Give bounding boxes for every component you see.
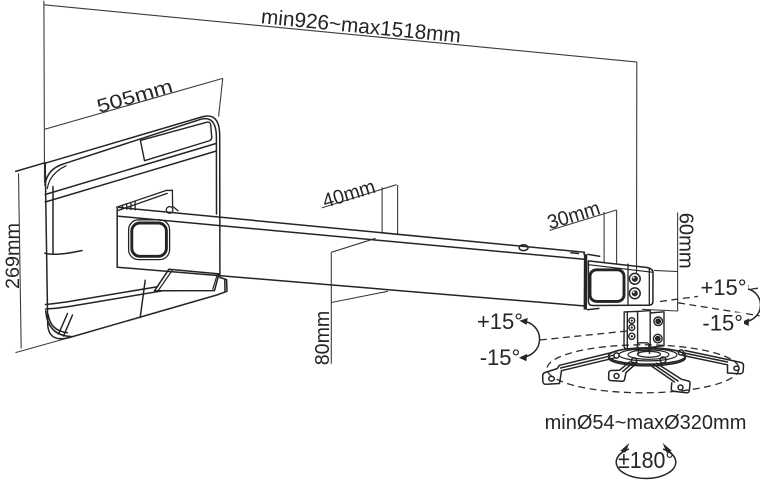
- svg-text:+15°: +15°: [477, 309, 523, 334]
- svg-text:80mm: 80mm: [311, 311, 334, 366]
- svg-text:minØ54~maxØ320mm: minØ54~maxØ320mm: [545, 412, 747, 434]
- svg-text:-15°: -15°: [702, 311, 743, 336]
- svg-text:-15°: -15°: [480, 345, 521, 370]
- svg-text:+15°: +15°: [700, 275, 746, 300]
- svg-text:60mm: 60mm: [675, 213, 698, 269]
- svg-text:269mm: 269mm: [3, 223, 24, 289]
- svg-text:±180°: ±180°: [618, 447, 674, 473]
